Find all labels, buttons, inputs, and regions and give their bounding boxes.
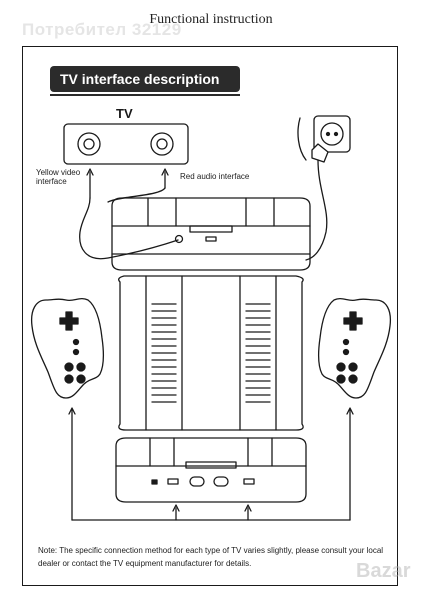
red-audio-label: Red audio interface — [180, 172, 250, 181]
vent-right — [245, 303, 271, 403]
content-frame — [22, 46, 398, 586]
power-plug-icon — [297, 115, 351, 261]
audio-cable — [107, 187, 166, 203]
section-banner: TV interface description — [50, 66, 240, 96]
av-cable — [79, 197, 179, 260]
footer-note: Note: The specific connection method for… — [38, 546, 384, 568]
watermark: Потребител 32129 — [22, 20, 182, 39]
av-cable-arrows — [86, 168, 169, 199]
page-title: Functional instruction — [149, 12, 273, 27]
tv-label: TV — [116, 106, 133, 121]
tv-connector-box — [63, 123, 189, 165]
bazar-logo: Bazar — [356, 560, 411, 582]
console-top-view — [118, 275, 304, 431]
yellow-video-label: Yellow video interface — [36, 168, 81, 186]
vent-left — [151, 303, 177, 403]
right-gamepad — [318, 297, 392, 399]
console-front-view — [115, 437, 307, 503]
controller-cables — [68, 407, 354, 521]
console-back-view — [111, 197, 311, 271]
left-gamepad — [30, 297, 104, 399]
